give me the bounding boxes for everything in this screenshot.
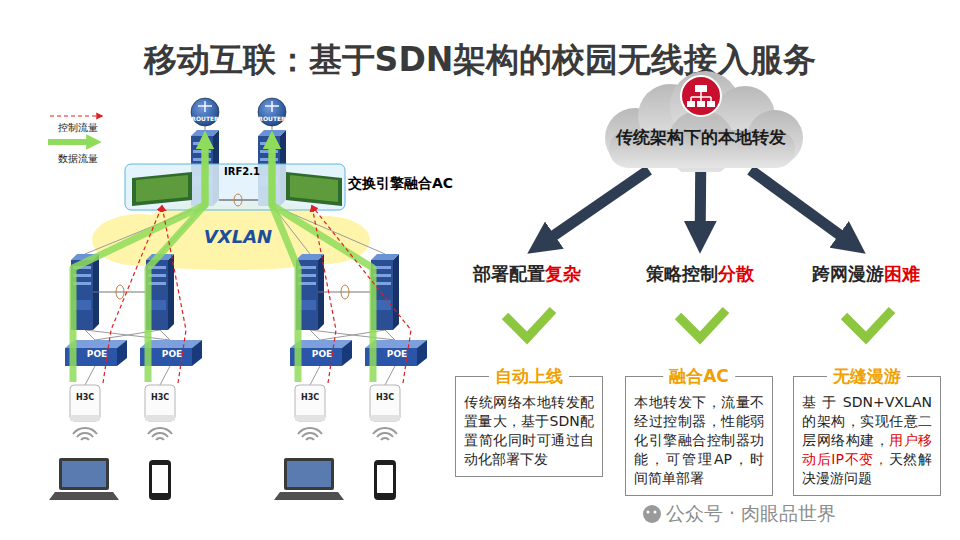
cloud-label: 传统架构下的本地转发 <box>616 127 786 147</box>
flow-arrow <box>695 170 706 224</box>
ap-brand: H3C <box>301 394 319 403</box>
flow-arrow <box>751 170 842 236</box>
ap-brand: H3C <box>151 394 169 403</box>
overlay-label: VXLAN <box>204 227 272 247</box>
poe-label: POE <box>87 350 107 360</box>
box-heading: 无缝漫游 <box>827 365 907 388</box>
problem-text: 部署配置 <box>473 263 545 284</box>
device-label: 交换引擎融合AC <box>348 176 453 191</box>
legend-text: 数据流量 <box>58 152 98 166</box>
box-body: 传统网络本地转发配置量大，基于SDN配置简化同时可通过自动化部署下发 <box>464 393 594 469</box>
problem-heading: 部署配置复杂 <box>473 262 581 286</box>
solution-box: 无缝漫游基于SDN+VXLAN的架构，实现任意二层网络构建，用户移动后IP不变，… <box>793 376 941 496</box>
cloud-node: 传统架构下的本地转发 <box>595 68 807 172</box>
flow-arrow <box>552 170 649 237</box>
problem-text: 跨网漫游 <box>812 263 884 284</box>
poe-label: POE <box>387 350 407 360</box>
ap-brand: H3C <box>76 394 94 403</box>
router-label: ROUTER <box>191 116 218 123</box>
box-heading: 自动上线 <box>489 365 569 388</box>
box-heading: 融合AC <box>663 365 735 388</box>
poe-label: POE <box>162 350 182 360</box>
box-text: 本地转发下，流量不经过控制器，性能弱化引擎融合控制器功能，可管理AP，时间简单部… <box>634 394 764 486</box>
problem-text: 复杂 <box>545 263 581 284</box>
problem-heading: 策略控制分散 <box>646 262 754 286</box>
poe-label: POE <box>312 350 332 360</box>
legend-text: 控制流量 <box>58 121 98 135</box>
box-body: 基于SDN+VXLAN的架构，实现任意二层网络构建，用户移动后IP不变，天然解决… <box>802 393 932 488</box>
ap-brand: H3C <box>376 394 394 403</box>
box-text: 传统网络本地转发配置量大，基于SDN配置简化同时可通过自动化部署下发 <box>464 394 594 467</box>
router-label: ROUTER <box>258 116 285 123</box>
problem-heading: 跨网漫游困难 <box>812 262 920 286</box>
solution-box: 融合AC本地转发下，流量不经过控制器，性能弱化引擎融合控制器功能，可管理AP，时… <box>625 376 773 496</box>
problem-text: 分散 <box>718 263 754 284</box>
box-body: 本地转发下，流量不经过控制器，性能弱化引擎融合控制器功能，可管理AP，时间简单部… <box>634 393 764 488</box>
watermark: 公众号 · 肉眼品世界 <box>666 503 836 524</box>
solution-box: 自动上线传统网络本地转发配置量大，基于SDN配置简化同时可通过自动化部署下发 <box>455 376 603 477</box>
irf-label: IRF2.1 <box>224 166 260 177</box>
page-title: 移动互联：基于SDN架构的校园无线接入服务 <box>0 38 960 83</box>
problem-text: 策略控制 <box>646 263 718 284</box>
problem-text: 困难 <box>884 263 920 284</box>
cloud-shape <box>595 68 807 172</box>
